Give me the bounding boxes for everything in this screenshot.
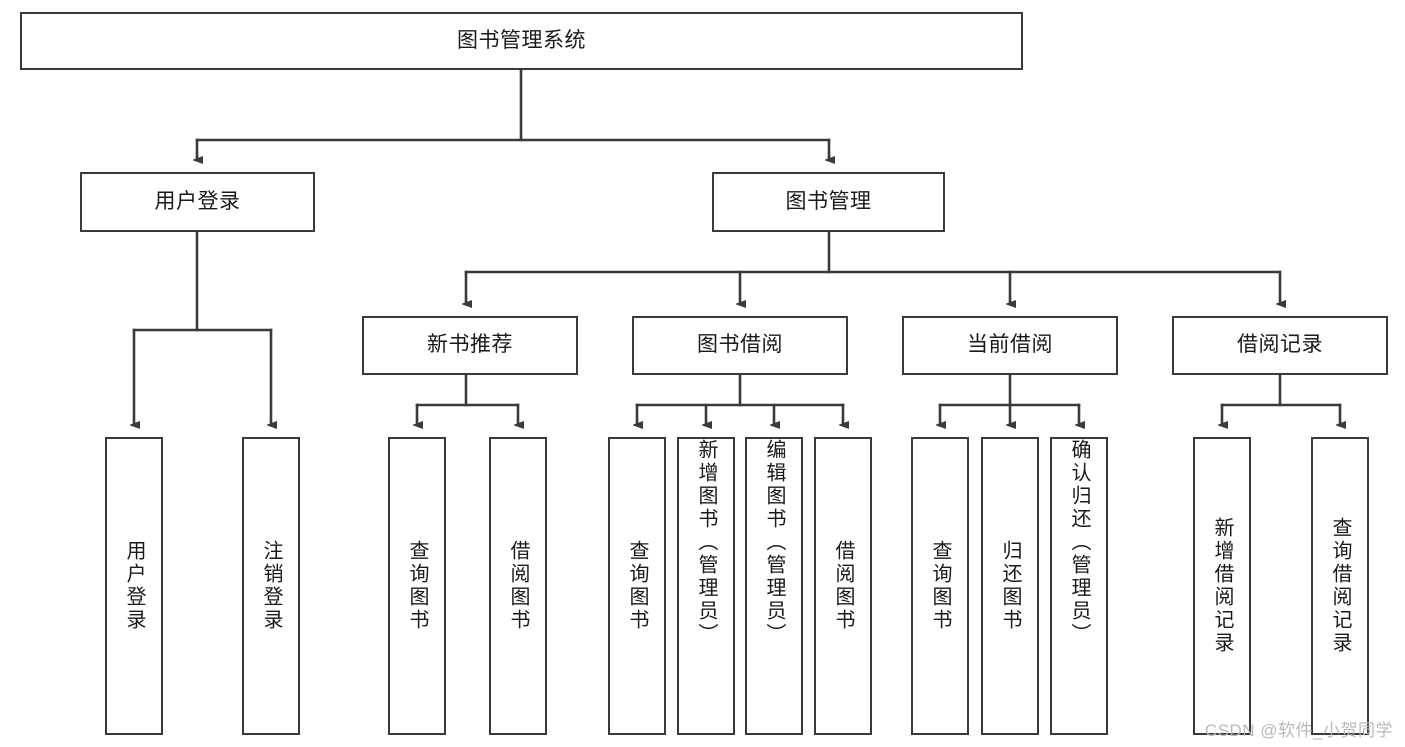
node-leaf-query-borrow-record-label: 查询借阅记录: [1329, 517, 1351, 655]
node-leaf-return-books-label: 归还图书: [999, 540, 1021, 632]
node-leaf-add-book-admin-label: 新增图书（管理员）: [695, 439, 717, 646]
node-leaf-newbook-borrow-books-label: 借阅图书: [507, 540, 529, 632]
node-leaf-current-query-books[interactable]: 查询图书: [911, 437, 969, 735]
node-leaf-add-book-admin[interactable]: 新增图书（管理员）: [677, 437, 735, 735]
node-leaf-borrow-query-books-label: 查询图书: [626, 540, 648, 632]
node-leaf-user-login[interactable]: 用户登录: [105, 437, 163, 735]
node-leaf-borrow-books[interactable]: 借阅图书: [814, 437, 872, 735]
node-leaf-add-borrow-record-label: 新增借阅记录: [1211, 517, 1233, 655]
node-leaf-current-query-books-label: 查询图书: [929, 540, 951, 632]
node-book-management[interactable]: 图书管理: [712, 172, 945, 232]
node-leaf-confirm-return-admin-label: 确认归还（管理员）: [1068, 439, 1090, 646]
node-leaf-newbook-query-books[interactable]: 查询图书: [388, 437, 446, 735]
node-leaf-confirm-return-admin[interactable]: 确认归还（管理员）: [1050, 437, 1108, 735]
node-leaf-add-borrow-record[interactable]: 新增借阅记录: [1193, 437, 1251, 735]
node-leaf-logout[interactable]: 注销登录: [242, 437, 300, 735]
node-user-login[interactable]: 用户登录: [80, 172, 315, 232]
node-leaf-user-login-label: 用户登录: [123, 540, 145, 632]
node-leaf-edit-book-admin-label: 编辑图书（管理员）: [763, 439, 785, 646]
node-leaf-edit-book-admin[interactable]: 编辑图书（管理员）: [745, 437, 803, 735]
node-leaf-newbook-borrow-books[interactable]: 借阅图书: [489, 437, 547, 735]
node-leaf-newbook-query-books-label: 查询图书: [406, 540, 428, 632]
node-current-borrow-label: 当前借阅: [967, 333, 1053, 357]
node-user-login-label: 用户登录: [154, 189, 241, 213]
node-root-system[interactable]: 图书管理系统: [20, 12, 1023, 70]
node-borrow-record-label: 借阅记录: [1237, 333, 1323, 357]
node-book-borrow[interactable]: 图书借阅: [632, 316, 848, 375]
node-leaf-logout-label: 注销登录: [260, 540, 282, 632]
node-leaf-query-borrow-record[interactable]: 查询借阅记录: [1311, 437, 1369, 735]
node-book-borrow-label: 图书借阅: [697, 333, 783, 357]
node-new-book-recommend[interactable]: 新书推荐: [362, 316, 578, 375]
node-leaf-borrow-query-books[interactable]: 查询图书: [608, 437, 666, 735]
node-borrow-record[interactable]: 借阅记录: [1172, 316, 1388, 375]
node-leaf-return-books[interactable]: 归还图书: [981, 437, 1039, 735]
node-leaf-borrow-books-label: 借阅图书: [832, 540, 854, 632]
node-root-system-label: 图书管理系统: [457, 28, 586, 52]
node-new-book-recommend-label: 新书推荐: [427, 333, 513, 357]
node-book-management-label: 图书管理: [785, 189, 872, 213]
node-current-borrow[interactable]: 当前借阅: [902, 316, 1118, 375]
